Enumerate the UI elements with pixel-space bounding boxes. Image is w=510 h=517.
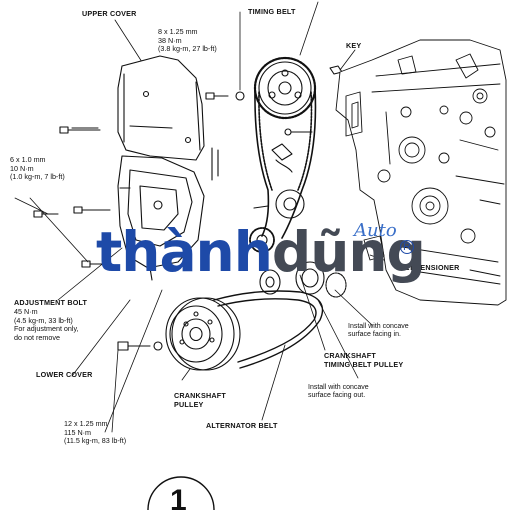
note-concave-out: Install with concave surface facing out. — [308, 384, 369, 401]
spec-line: 45 N·m — [14, 307, 38, 316]
label-line: CRANKSHAFT — [324, 351, 376, 360]
label-adjustment-bolt: ADJUSTMENT BOLT — [14, 298, 88, 307]
engine-block — [335, 39, 507, 306]
spec-line: 38 N·m — [158, 35, 182, 45]
crankshaft-pulley — [165, 297, 241, 371]
label-line: CRANKSHAFT — [174, 391, 226, 400]
cover-bolts — [33, 91, 245, 351]
spec-line: do not remove — [14, 332, 60, 342]
spec-line: 10 N·m — [10, 163, 34, 173]
note-line: surface facing out. — [308, 392, 366, 400]
spec-cam-bolt: 8 x 1.25 mm 38 N·m (3.8 kg-m, 27 lb-ft) — [158, 27, 217, 54]
spec-cover-bolt: 6 x 1.0 mm 10 N·m (1.0 kg-m, 7 lb-ft) — [10, 155, 65, 182]
watermark-part-a: thành — [96, 220, 273, 284]
label-belt-tensioner: ELT TENSIONER — [400, 263, 460, 272]
label-timing-belt: TIMING BELT — [248, 7, 296, 16]
spec-line: 115 N·m — [64, 427, 92, 437]
spec-line: (1.0 kg-m, 7 lb-ft) — [10, 172, 65, 182]
belt-tensioner — [249, 189, 305, 253]
label-crankshaft-timing-belt-pulley: CRANKSHAFT TIMING BELT PULLEY — [324, 351, 404, 369]
spec-line: 12 x 1.25 mm — [64, 419, 108, 428]
label-crankshaft-pulley: CRANKSHAFT PULLEY — [174, 391, 226, 409]
spec-crank-bolt: 12 x 1.25 mm 115 N·m (11.5 kg-m, 83 lb-f… — [64, 419, 127, 446]
watermark-logo: thànhdũng Auto R — [96, 220, 426, 302]
spec-line: 6 x 1.0 mm — [10, 155, 46, 164]
label-upper-cover: UPPER COVER — [82, 9, 137, 18]
alternator-belt — [213, 290, 324, 369]
label-lower-cover: LOWER COVER — [36, 370, 93, 379]
label-line: TIMING BELT PULLEY — [324, 359, 404, 369]
label-alternator-belt: ALTERNATOR BELT — [206, 421, 278, 430]
timing-belt — [254, 87, 317, 239]
spec-line: 8 x 1.25 mm — [158, 27, 198, 36]
spec-line: For adjustment only, — [14, 324, 79, 334]
note-line: surface facing in. — [348, 331, 401, 339]
spec-adjustment-bolt: 45 N·m (4.5 kg-m, 33 lb-ft) For adjustme… — [14, 307, 79, 342]
watermark-sub: Auto — [354, 220, 397, 241]
watermark-part-b: dũng — [271, 220, 426, 284]
note-concave-in: Install with concave surface facing in. — [348, 323, 409, 340]
spec-line: (4.5 kg-m, 33 lb-ft) — [14, 315, 73, 325]
spec-line: (11.5 kg-m, 83 lb-ft) — [64, 436, 127, 446]
label-key: KEY — [346, 41, 362, 50]
camshaft-pulley — [253, 56, 317, 120]
label-line: PULLEY — [174, 399, 204, 409]
spec-line: (3.8 kg-m, 27 lb-ft) — [158, 44, 217, 54]
note-line: Install with concave — [308, 384, 369, 391]
step-circle — [147, 476, 215, 510]
lower-cover — [117, 155, 205, 281]
upper-cover — [117, 55, 205, 161]
registered-icon: R — [400, 240, 414, 254]
watermark-text: thànhdũng — [96, 220, 426, 284]
crank-timing-pulley — [259, 261, 347, 298]
step-number: 1 — [170, 484, 187, 517]
note-line: Install with concave — [348, 323, 409, 330]
